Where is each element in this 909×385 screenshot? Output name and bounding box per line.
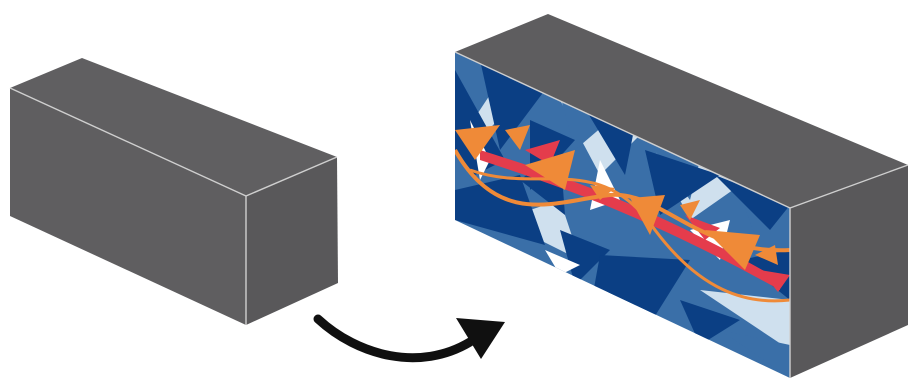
curved-arrow-icon bbox=[318, 318, 505, 359]
arrow-shaft bbox=[318, 319, 470, 358]
right-box bbox=[440, 14, 908, 385]
left-box bbox=[10, 58, 338, 325]
arrow-head bbox=[456, 318, 505, 359]
